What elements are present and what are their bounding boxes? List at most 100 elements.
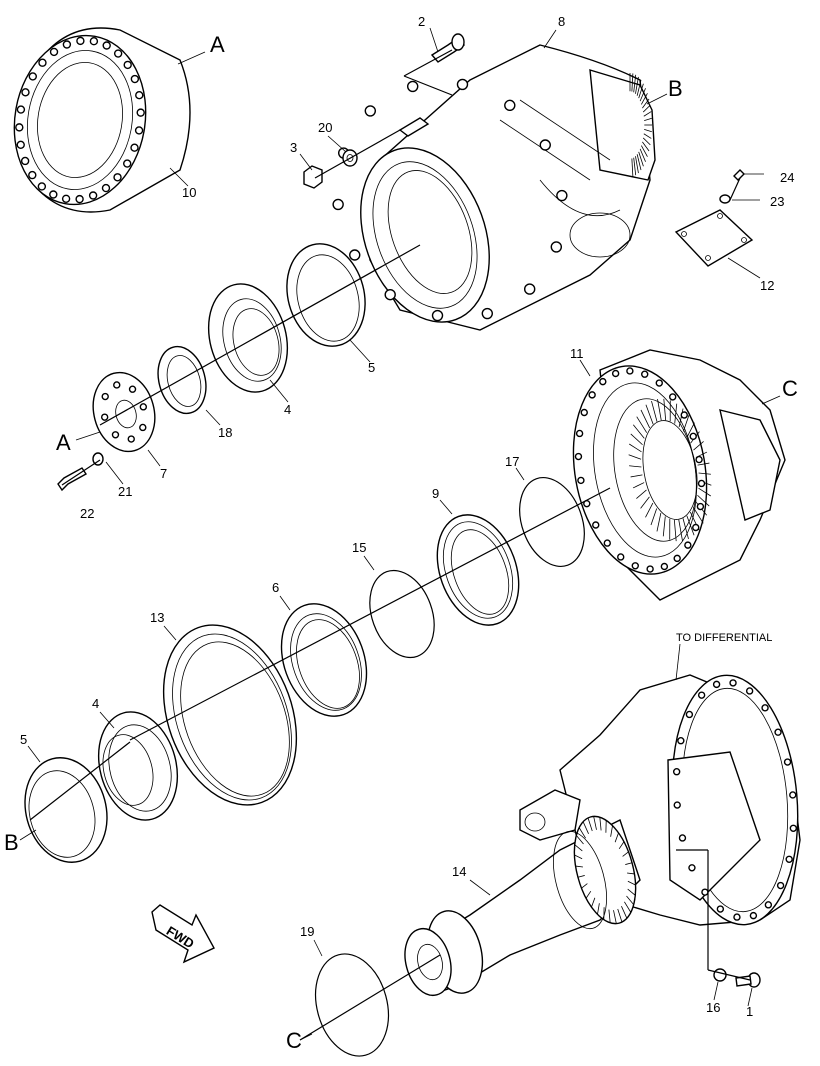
bolt-head <box>28 72 37 81</box>
bolt-head <box>626 367 634 375</box>
bolt-head <box>123 159 132 168</box>
bolt-head <box>139 423 147 432</box>
part-1-bolt <box>735 972 761 988</box>
bolt-head <box>655 379 663 387</box>
gear-tooth <box>575 865 583 868</box>
callout-16: 16 <box>706 1000 720 1015</box>
gear-tooth <box>682 414 690 432</box>
callout-4-lower: 4 <box>92 696 99 711</box>
gear-tooth <box>628 454 642 460</box>
ref-c-bottom: C <box>286 1028 302 1053</box>
part-4-bearing-cone-upper <box>207 283 289 393</box>
gear-tooth <box>635 156 639 174</box>
bolt-head <box>75 194 84 204</box>
bolt-head <box>88 191 98 200</box>
gear-tooth <box>593 816 597 830</box>
gear-tooth <box>644 129 652 133</box>
bolt-head <box>21 88 30 97</box>
bolt-head <box>660 562 669 571</box>
part-6-seal-ring <box>280 603 368 717</box>
bolt-head <box>688 864 696 872</box>
callout-6: 6 <box>272 580 279 595</box>
gear-tooth <box>693 441 704 451</box>
callout-1: 1 <box>746 1004 753 1019</box>
gear-tooth <box>597 903 600 915</box>
bolt-head <box>580 408 588 417</box>
part-16-washer <box>713 968 727 982</box>
bolt-head <box>599 377 607 386</box>
gear-tooth <box>636 416 648 433</box>
gear-tooth <box>621 906 628 919</box>
gear-tooth <box>599 817 602 831</box>
bolt-head <box>574 452 583 461</box>
part-15-o-ring <box>369 569 435 659</box>
bolt-head <box>130 143 139 152</box>
gear-tooth <box>636 79 642 96</box>
gear-tooth <box>629 443 642 453</box>
bolt-head <box>135 91 144 100</box>
bolt-head <box>130 74 140 84</box>
bolt-head <box>701 888 709 896</box>
gear-tooth <box>577 875 585 878</box>
gear-tooth <box>686 422 695 438</box>
bolt-head <box>384 288 396 301</box>
bolt-head <box>695 455 703 464</box>
bolt-head <box>588 391 596 399</box>
bolt-head <box>89 37 99 46</box>
bolt-head <box>550 241 563 253</box>
leader-lines <box>19 27 781 1041</box>
part-4-bearing-cone-lower <box>97 711 179 821</box>
bolt-head <box>101 392 109 401</box>
bolt-head <box>697 691 706 699</box>
gear-tooth <box>673 519 677 542</box>
bolt-head <box>575 429 584 438</box>
gear-tooth <box>678 519 683 541</box>
bolt-head <box>745 687 754 695</box>
gear-tooth <box>698 472 711 475</box>
gear-tooth <box>585 890 592 899</box>
gear-tooth <box>636 489 647 499</box>
bolt-head <box>697 479 706 488</box>
callout-14: 14 <box>452 864 466 879</box>
bolt-head <box>689 432 697 441</box>
forward-arrow-icon: FWD <box>151 904 215 964</box>
bolt-head <box>646 565 654 573</box>
callout-21: 21 <box>118 484 132 499</box>
gear-tooth <box>643 133 652 139</box>
gear-tooth <box>587 817 593 832</box>
bolt-head <box>113 49 123 58</box>
bolt-head <box>28 170 37 180</box>
callout-24: 24 <box>780 170 794 185</box>
gear-tooth <box>574 854 583 860</box>
to-differential-note: TO DIFFERENTIAL <box>676 632 772 644</box>
callout-5-upper: 5 <box>368 360 375 375</box>
gear-tooth <box>651 400 658 422</box>
part-17-o-ring <box>519 476 585 568</box>
callout-4-upper: 4 <box>284 402 291 417</box>
bolt-head <box>733 913 741 921</box>
bolt-head <box>49 190 58 199</box>
bolt-head <box>332 198 344 211</box>
bolt-head <box>716 905 725 913</box>
part-11-hub-housing <box>572 349 786 601</box>
gear-tooth <box>632 482 645 489</box>
bolt-head <box>692 523 700 532</box>
gear-tooth <box>632 424 645 439</box>
bolt-head <box>16 140 25 149</box>
gear-tooth <box>698 487 711 497</box>
bolt-head <box>481 307 493 320</box>
gear-tooth <box>663 398 667 421</box>
callout-13: 13 <box>150 610 164 625</box>
bolt-head <box>456 78 469 91</box>
gear-tooth <box>642 98 650 109</box>
callout-19: 19 <box>300 924 314 939</box>
bolt-head <box>38 58 47 67</box>
callout-labels: 2 8 3 20 10 24 23 12 5 4 18 7 21 22 11 1… <box>20 14 794 1019</box>
bolt-head <box>673 801 681 809</box>
gear-tooth <box>630 474 643 478</box>
part-8-carrier-housing <box>332 44 656 331</box>
part-14-spindle <box>404 815 641 997</box>
gear-tooth <box>657 399 662 421</box>
callout-20: 20 <box>318 120 332 135</box>
